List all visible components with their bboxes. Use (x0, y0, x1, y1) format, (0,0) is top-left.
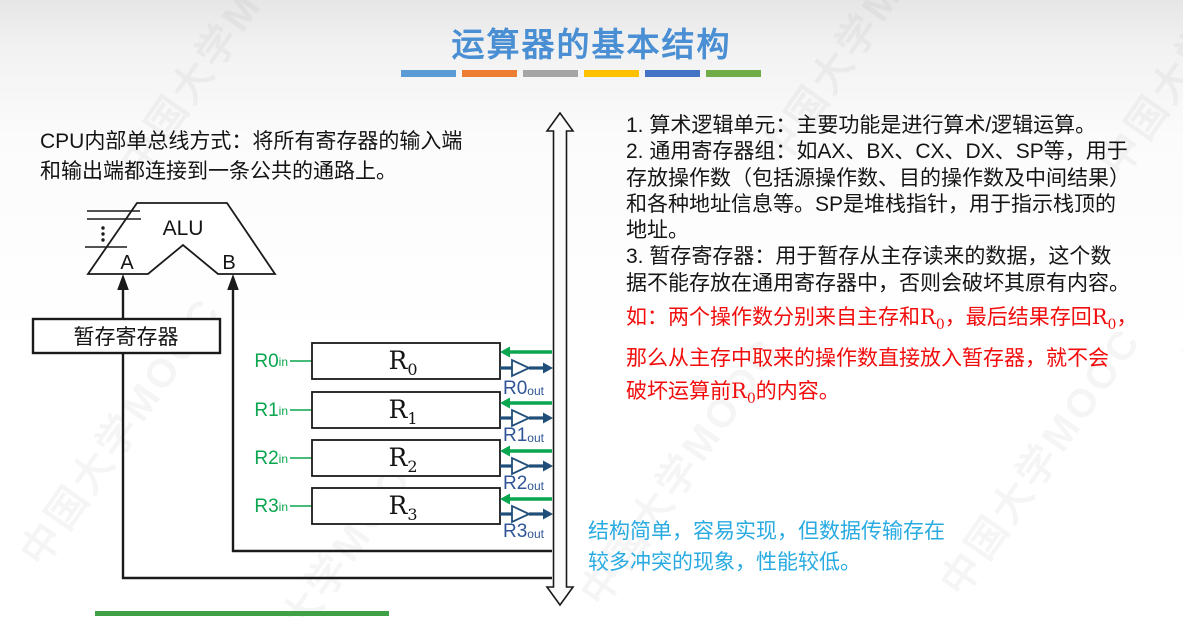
ellipsis-dot (101, 238, 105, 242)
notes-text: 1. 算术逻辑单元：主要功能是进行算术/逻辑运算。 2. 通用寄存器组：如AX、… (626, 113, 1130, 297)
note-line: 3. 暂存寄存器：用于暂存从主存读来的数据，这个数 (626, 245, 1112, 269)
register-row-r0: R0in R0 R0out (254, 342, 553, 399)
internal-bus-arrow (545, 111, 575, 607)
temp-register-box (31, 317, 222, 355)
red-example-note: 如：两个操作数分别来自主存和R0，最后结果存回R0， 那么从主存中取来的操作数直… (626, 301, 1137, 416)
note-line: 存放操作数（包括源操作数、目的操作数及中间结果） (626, 166, 1130, 190)
note-line: 2. 通用寄存器组：如AX、BX、CX、DX、SP等，用于 (626, 140, 1128, 164)
register-in-label: R2in (254, 448, 288, 469)
arrowhead-b (227, 274, 239, 290)
register-in-label: R3in (254, 496, 288, 517)
red-note-line: 如：两个操作数分别来自主存和R0，最后结果存回R0， (626, 305, 1138, 334)
register-name: R2 (388, 443, 417, 476)
register-in-label: R0in (254, 351, 288, 372)
register-box (311, 439, 501, 477)
accent-bar (523, 70, 578, 77)
red-note-line: 那么从主存中取来的操作数直接放入暂存器，就不会 (626, 347, 1109, 371)
ellipsis-dot (101, 226, 105, 230)
alu-port-a-label: A (120, 252, 134, 274)
watermark: 中国大学MOOC (1172, 89, 1183, 374)
register-row-r1: R1in R1 R1out (254, 391, 553, 446)
accent-bar (401, 70, 456, 77)
accent-bar (645, 70, 700, 77)
register-name: R1 (388, 395, 417, 428)
note-line: 1. 算术逻辑单元：主要功能是进行算术/逻辑运算。 (626, 114, 1097, 137)
intro-line: 和输出端都连接到一条公共的通路上。 (40, 160, 397, 183)
bottom-progress-bar (95, 611, 389, 616)
ellipsis-dot (101, 232, 105, 236)
summary-line: 结构简单，容易实现，但数据传输存在 (588, 520, 945, 543)
register-out-label: R3out (503, 521, 545, 542)
register-name: R3 (388, 491, 417, 524)
single-bus-alu-diagram: ALU A B 暂存寄存器 R0in R0 R0out R1in R1 (31, 111, 575, 607)
alu-label: ALU (163, 217, 204, 240)
summary-text: 结构简单，容易实现，但数据传输存在 较多冲突的现象，性能较低。 (588, 516, 945, 578)
accent-bar (462, 70, 517, 77)
register-in-label: R1in (254, 400, 288, 421)
note-line: 据不能存放在通用寄存器中，否则会破坏其原有内容。 (626, 271, 1130, 295)
note-line: 地址。 (626, 219, 689, 243)
register-box (311, 342, 501, 380)
accent-bar (706, 70, 761, 77)
alu-port-b-label: B (222, 252, 235, 274)
title-accent-bars (401, 70, 761, 77)
register-out-label: R1out (503, 425, 545, 446)
alu-shape (86, 202, 277, 275)
temp-register-label: 暂存寄存器 (74, 326, 179, 349)
intro-line: CPU内部单总线方式：将所有寄存器的输入端 (40, 130, 463, 153)
arrowhead-a (117, 274, 129, 290)
accent-bar (584, 70, 639, 77)
note-line: 和各种地址信息等。SP是堆栈指针，用于指示栈顶的 (626, 192, 1117, 216)
register-name: R0 (388, 346, 417, 379)
register-row-r2: R2in R2 R2out (254, 439, 553, 494)
register-row-r3: R3in R3 R3out (254, 487, 553, 542)
page-title: 运算器的基本结构 (451, 26, 732, 63)
watermark: 中国大学MOOC (1132, 434, 1183, 617)
register-out-label: R0out (503, 378, 545, 399)
red-note-line: 破坏运算前R0的内容。 (626, 379, 840, 408)
intro-text: CPU内部单总线方式：将所有寄存器的输入端 和输出端都连接到一条公共的通路上。 (40, 127, 462, 187)
summary-line: 较多冲突的现象，性能较低。 (588, 551, 861, 574)
register-out-label: R2out (503, 473, 545, 494)
wire-b (231, 288, 552, 553)
register-box (311, 391, 501, 429)
wire-a (121, 288, 552, 580)
register-box (311, 487, 501, 525)
alu-control-lines (85, 210, 141, 248)
